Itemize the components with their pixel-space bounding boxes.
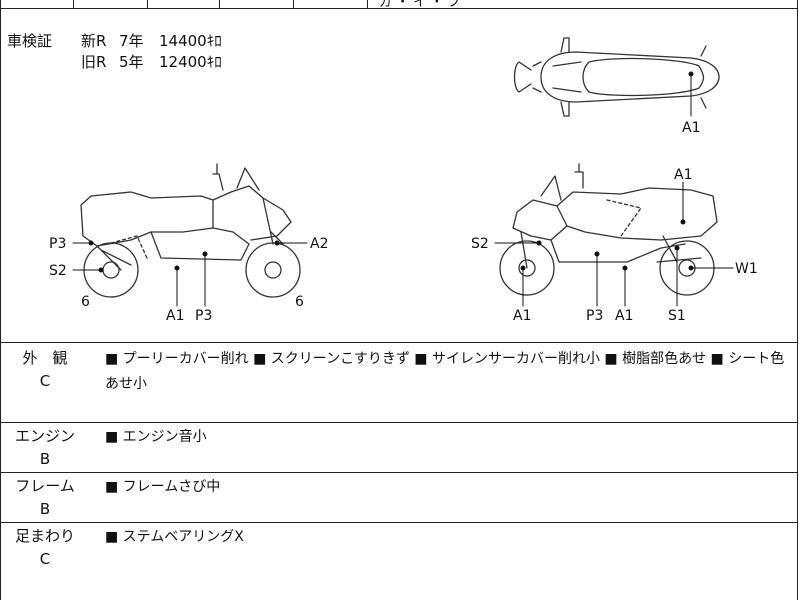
category-grade: B xyxy=(39,450,51,468)
label-left-a1: A1 xyxy=(166,308,184,324)
label-left-p3: P3 xyxy=(49,236,66,252)
condition-category: 足まわり C xyxy=(9,525,81,571)
label-right-a1-top: A1 xyxy=(674,167,692,183)
inspection-years: 5年 xyxy=(119,53,144,71)
header-text-fragment: ガ ・ イ ・ プ xyxy=(379,0,461,10)
label-left-s2: S2 xyxy=(49,263,67,279)
category-name: 外 観 xyxy=(22,349,68,367)
label-left-a2: A2 xyxy=(310,236,328,252)
scooter-top-view xyxy=(513,37,720,117)
header-cell-divider xyxy=(219,0,220,8)
label-left-rear-6: 6 xyxy=(81,294,90,310)
inspection-years: 7年 xyxy=(119,32,144,50)
scooter-right-view xyxy=(499,163,718,296)
condition-notes: ■ エンジン音小 xyxy=(105,429,207,445)
condition-category: 外 観 C xyxy=(9,347,81,393)
inspection-name: 旧R xyxy=(81,53,107,71)
label-right-s1: S1 xyxy=(668,308,686,324)
category-grade: C xyxy=(39,550,51,568)
category-name: エンジン xyxy=(14,427,75,445)
condition-category: エンジン B xyxy=(9,425,81,471)
header-cell-divider xyxy=(73,0,74,8)
header-cell-divider xyxy=(293,0,294,8)
label-top-a1: A1 xyxy=(682,120,700,136)
section-divider xyxy=(1,522,797,523)
header-table-strip: ガ ・ イ ・ プ xyxy=(1,0,797,10)
inspection-mileage: 14400ｷﾛ xyxy=(159,32,222,50)
label-right-a1-mid: A1 xyxy=(615,308,633,324)
header-cell-divider xyxy=(367,0,368,8)
label-left-p3-bottom: P3 xyxy=(195,308,212,324)
condition-notes: ■ プーリーカバー削れ ■ スクリーンこすりきず ■ サイレンサーカバー削れ小 … xyxy=(105,351,785,392)
scooter-left-view xyxy=(80,163,301,298)
category-grade: B xyxy=(39,500,51,518)
header-cell-divider xyxy=(147,0,148,8)
inspection-label: 車検証 xyxy=(7,32,53,50)
inspection-mileage: 12400ｷﾛ xyxy=(159,53,222,71)
label-right-w1: W1 xyxy=(735,261,758,277)
label-right-p3: P3 xyxy=(586,308,603,324)
label-right-a1-front: A1 xyxy=(513,308,531,324)
section-divider xyxy=(1,422,797,423)
label-left-front-6: 6 xyxy=(295,294,304,310)
scooter-damage-diagram: A1 P3 S2 6 A1 P3 A2 6 A1 S2 W1 A1 P3 A1 … xyxy=(49,37,758,324)
label-right-s2: S2 xyxy=(471,236,489,252)
section-divider xyxy=(1,342,797,343)
condition-notes: ■ フレームさび中 xyxy=(105,479,221,495)
category-grade: C xyxy=(39,372,51,390)
inspection-name: 新R xyxy=(81,32,107,50)
category-name: フレーム xyxy=(15,477,75,495)
condition-category: フレーム B xyxy=(9,475,81,521)
condition-notes: ■ ステムベアリングX xyxy=(105,529,244,545)
section-divider xyxy=(1,472,797,473)
category-name: 足まわり xyxy=(14,527,75,545)
